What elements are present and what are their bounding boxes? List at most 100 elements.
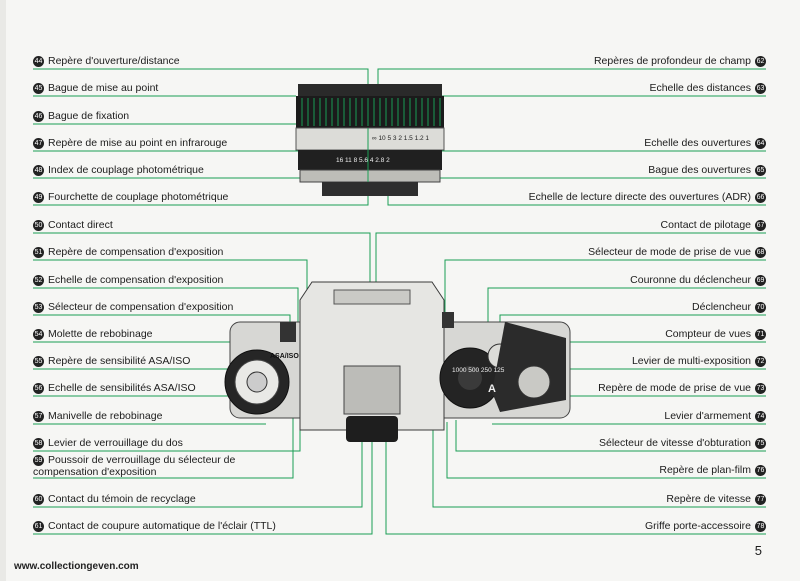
label-text: Sélecteur de compensation d'exposition (48, 301, 234, 313)
number-badge: 53 (33, 301, 44, 313)
lens-illustration (295, 84, 445, 196)
label-text: Contact de pilotage (660, 219, 751, 231)
label-text: Repère de mise au point en infrarouge (48, 137, 228, 149)
label-72: Levier de multi-exposition 72 (632, 355, 766, 367)
lens-distance-scale: ∞ 10 5 3 2 1.5 1.2 1 (372, 135, 429, 142)
number-badge: 74 (755, 410, 766, 422)
number-badge: 72 (755, 355, 766, 367)
number-badge: 67 (755, 219, 766, 231)
label-text: Repère de mode de prise de vue (598, 382, 751, 394)
label-text: Repère de vitesse (666, 493, 751, 505)
number-badge: 64 (755, 137, 766, 149)
number-badge: 78 (755, 520, 766, 532)
number-badge: 73 (755, 382, 766, 394)
number-badge: 69 (755, 274, 766, 286)
label-text: Repère d'ouverture/distance (48, 55, 180, 67)
number-badge: 58 (33, 437, 44, 449)
label-text: Repère de sensibilité ASA/ISO (48, 355, 191, 367)
number-badge: 66 (755, 191, 766, 203)
number-badge: 77 (755, 493, 766, 505)
label-text: Levier de multi-exposition (631, 355, 751, 367)
label-text: Echelle de lecture directe des ouverture… (528, 191, 751, 203)
label-74: Levier d'armement 74 (664, 410, 766, 422)
label-51: 51 Repère de compensation d'exposition (33, 246, 223, 258)
leader-75 (455, 420, 766, 452)
label-text: Griffe porte-accessoire (644, 520, 751, 532)
label-69: Couronne du déclencheur 69 (630, 274, 766, 286)
number-badge: 46 (33, 110, 44, 122)
number-badge: 54 (33, 328, 44, 340)
label-46: 46 Bague de fixation (33, 110, 129, 122)
label-text: Couronne du déclencheur (630, 274, 751, 286)
label-text: Sélecteur de vitesse d'obturation (598, 437, 751, 449)
leader-60 (33, 418, 363, 508)
label-text: Bague de mise au point (48, 82, 159, 94)
number-badge: 50 (33, 219, 44, 231)
label-text: Contact de coupure automatique de l'écla… (48, 520, 276, 532)
page-edge (0, 0, 6, 581)
label-text: Repères de profondeur de champ (593, 55, 751, 67)
label-text: Echelle des distances (649, 82, 751, 94)
label-text: Bague de fixation (48, 110, 130, 122)
label-64: Echelle des ouvertures 64 (644, 137, 766, 149)
leader-78 (385, 410, 766, 535)
number-badge: 52 (33, 274, 44, 286)
leader-76 (446, 422, 766, 479)
page-number: 5 (754, 543, 762, 558)
label-text: Echelle des ouvertures (644, 137, 751, 149)
label-text: Poussoir de verrouillage du sélecteur de… (33, 454, 236, 478)
label-58: 58 Levier de verrouillage du dos (33, 437, 183, 449)
label-text: Contact direct (48, 219, 113, 231)
number-badge: 60 (33, 493, 44, 505)
label-73: Repère de mode de prise de vue 73 (598, 382, 766, 394)
label-50: 50 Contact direct (33, 219, 113, 231)
label-75: Sélecteur de vitesse d'obturation 75 (599, 437, 766, 449)
number-badge: 63 (755, 82, 766, 94)
label-text: Manivelle de rebobinage (48, 410, 163, 422)
number-badge: 51 (33, 246, 44, 258)
leader-61 (33, 420, 373, 535)
label-78: Griffe porte-accessoire 78 (645, 520, 766, 532)
label-text: Levier d'armement (664, 410, 751, 422)
label-text: Repère de plan-film (659, 464, 751, 476)
number-badge: 65 (755, 164, 766, 176)
label-text: Sélecteur de mode de prise de vue (588, 246, 751, 258)
label-text: Repère de compensation d'exposition (48, 246, 224, 258)
label-text: Fourchette de couplage photométrique (48, 191, 229, 203)
label-66: Echelle de lecture directe des ouverture… (529, 191, 766, 203)
label-text: Compteur de vues (665, 328, 751, 340)
label-text: Levier de verrouillage du dos (48, 437, 183, 449)
label-77: Repère de vitesse 77 (666, 493, 766, 505)
number-badge: 55 (33, 355, 44, 367)
label-52: 52 Echelle de compensation d'exposition (33, 274, 223, 286)
camera-illustration (224, 281, 571, 442)
leader-77 (432, 418, 766, 508)
label-57: 57 Manivelle de rebobinage (33, 410, 162, 422)
label-text: Echelle de compensation d'exposition (48, 274, 224, 286)
label-54: 54 Molette de rebobinage (33, 328, 153, 340)
number-badge: 75 (755, 437, 766, 449)
label-60: 60 Contact du témoin de recyclage (33, 493, 196, 505)
leader-52 (33, 287, 299, 336)
label-63: Echelle des distances 63 (649, 82, 766, 94)
label-text: Contact du témoin de recyclage (48, 493, 196, 505)
shutter-dial-marking: 1000 500 250 125 (452, 367, 505, 374)
number-badge: 57 (33, 410, 44, 422)
iso-marking: ASA/ISO (270, 353, 299, 360)
number-badge: 59 (33, 454, 44, 466)
label-text: Molette de rebobinage (48, 328, 153, 340)
